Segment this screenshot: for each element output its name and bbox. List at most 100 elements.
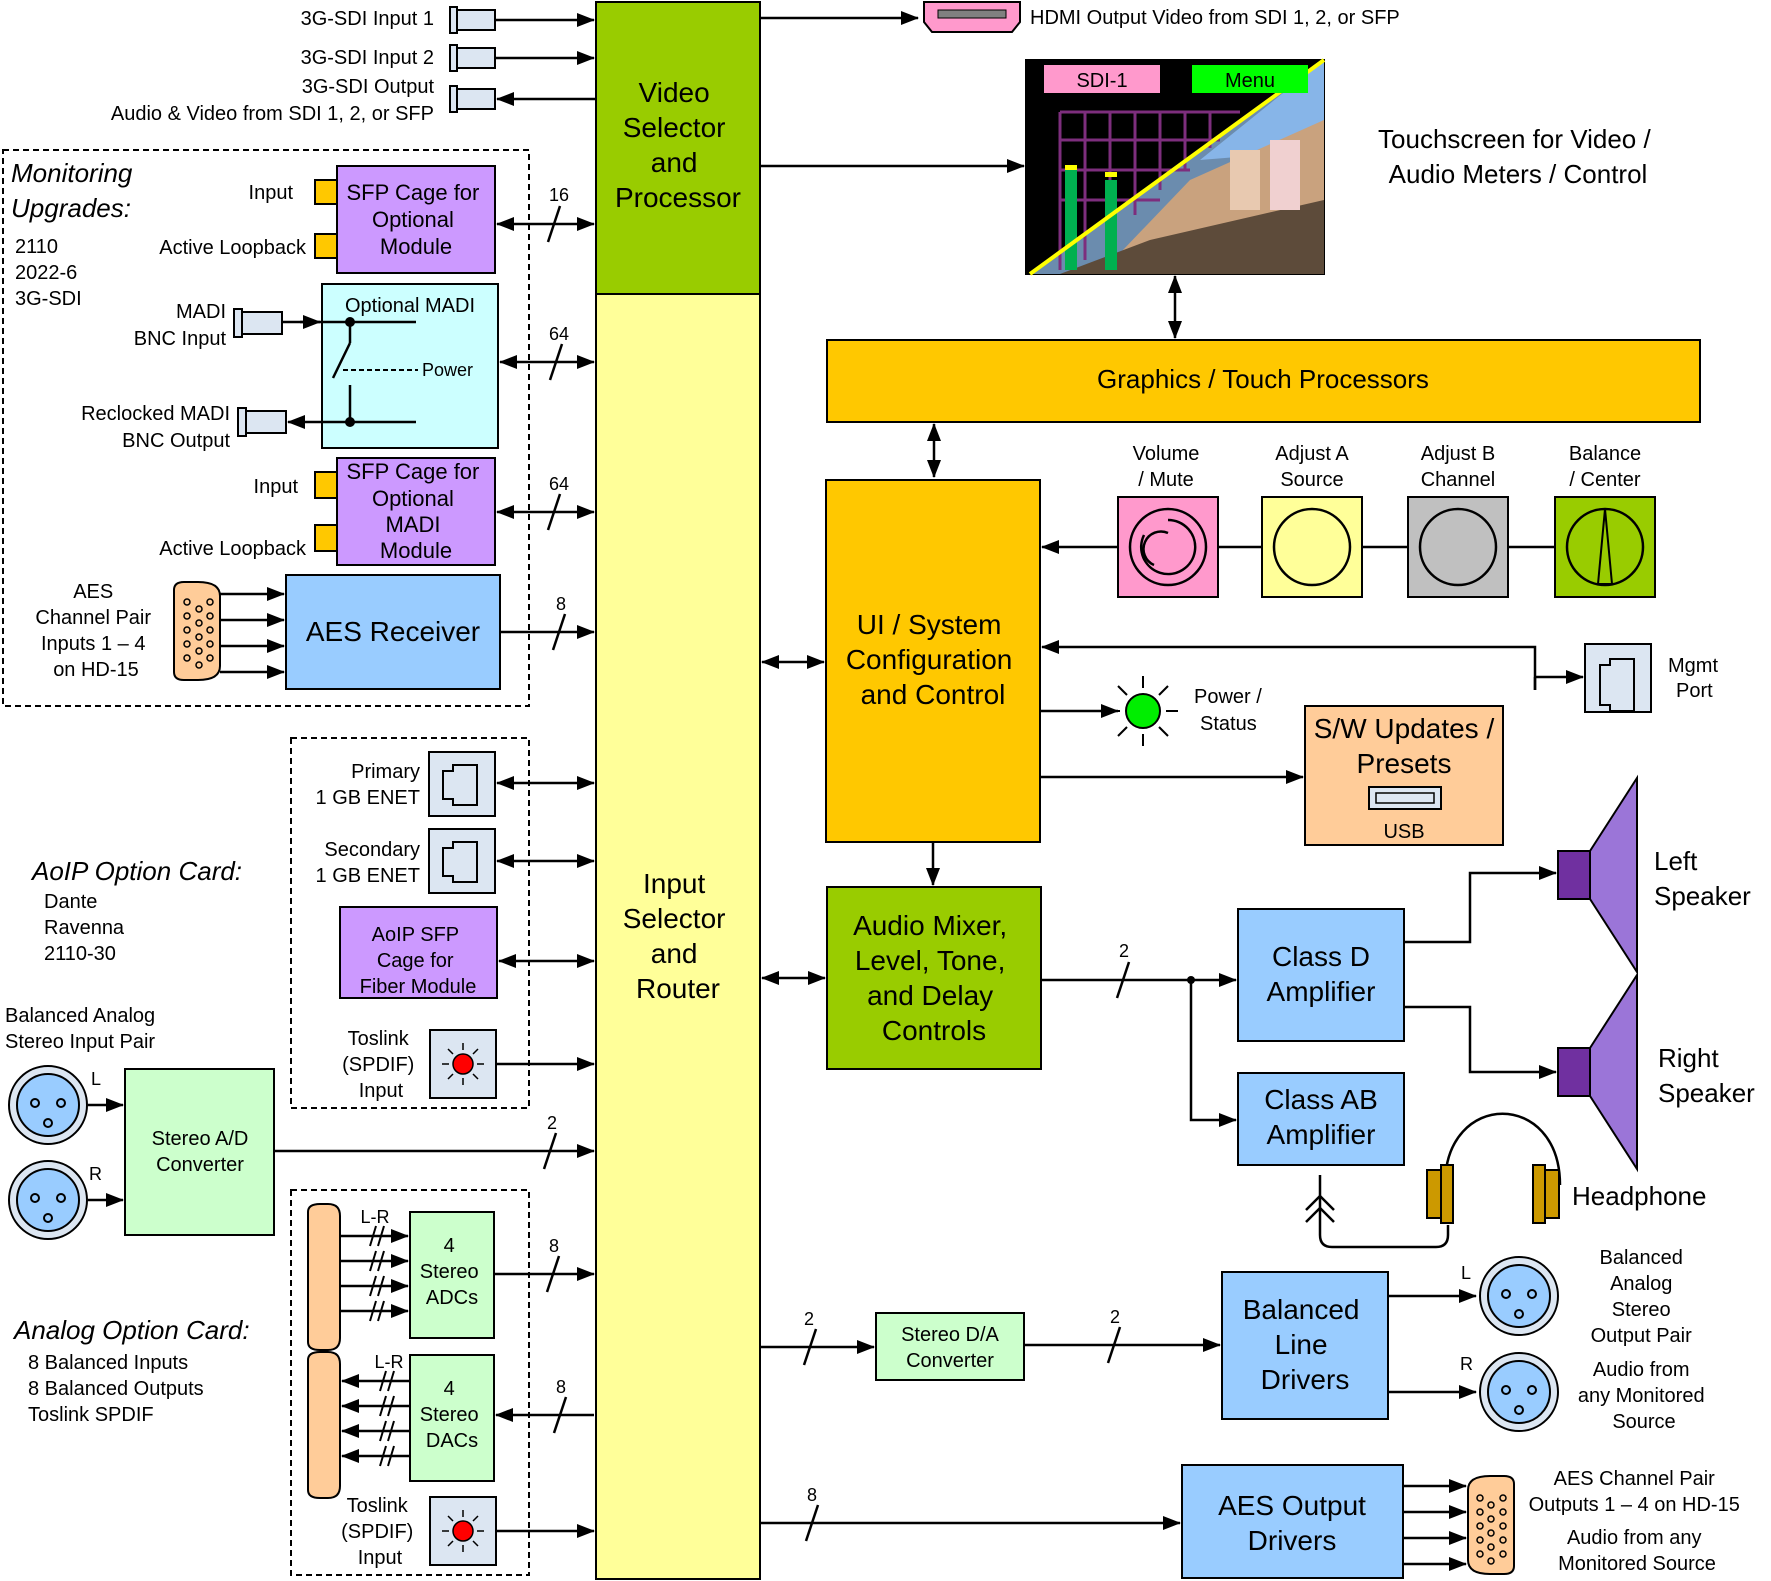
headphone-icon [1305,1112,1562,1249]
ethernet-port-icon[interactable] [1584,643,1652,713]
line-drivers-box [1221,1271,1389,1420]
sfp1-input-label: Input [249,182,294,204]
bus-count-da-in: 2 [804,1309,814,1329]
db25-connector-icon [307,1203,341,1351]
aes-receiver-box [285,574,501,690]
input-r-label: R [89,1164,102,1184]
analog-toslink-label: Toslink (SPDIF) Input [341,1495,419,1569]
svg-text:Menu: Menu [1225,70,1275,92]
dac-lr-label: L-R [374,1352,403,1372]
toslink-port-icon [429,1496,497,1566]
volume-knob-icon [1128,507,1208,587]
bnc-connector-icon [237,407,287,437]
sfp2-label: SFP Cage for Optional MADI Module [346,459,485,563]
adcs-label: 4 Stereo ADCs [420,1235,485,1309]
ethernet-port-icon[interactable] [428,828,496,894]
adjust-b-knob[interactable] [1407,496,1509,598]
adc-lr-label: L-R [360,1207,389,1227]
usb-label: USB [1383,821,1424,843]
sw-updates-label: S/W Updates /Presets [1314,713,1495,779]
volume-knob[interactable] [1117,496,1219,598]
hdmi-output: HDMI Output Video from SDI 1, 2, or SFP [760,1,1400,33]
sdi-output-desc: Audio & Video from SDI 1, 2, or SFP [111,103,434,125]
xlr-connector-icon [8,1065,88,1145]
bus-count-da-out: 2 [1110,1307,1120,1327]
analog-card-panel [290,1189,530,1576]
adcs-box [409,1211,495,1339]
sfp1-loopback-label: Active Loopback [159,237,307,259]
sfp2-input-label: Input [254,476,299,498]
graphics-processor-label: Graphics / Touch Processors [1097,364,1429,394]
xlr-connector-icon [1479,1256,1559,1336]
aes-output-box [1181,1464,1404,1579]
class-ab-amplifier-box [1237,1072,1405,1166]
video-selector-box [595,1,761,295]
sdi-input1-label: 3G-SDI Input 1 [301,8,434,30]
sfp-port-icon [314,233,338,259]
sfp-port-icon [314,179,338,205]
stereo-ad-box [124,1068,275,1236]
power-status: Power /Status [1040,676,1262,746]
balance-knob-icon [1565,507,1645,587]
class-d-amplifier-box [1237,908,1405,1042]
bus-count-aes: 8 [556,594,566,614]
touchscreen-tab-menu [1192,65,1308,93]
sw-updates: S/W Updates /Presets USB [1040,705,1504,846]
sdi-section: 3G-SDI Input 1 3G-SDI Input 2 3G-SDI Out… [111,6,596,125]
input-selector-box [595,293,761,1580]
bus-count-ad: 2 [547,1113,557,1133]
usb-port-icon[interactable] [1368,786,1442,810]
aoip-sfp-box [339,906,498,999]
left-speaker-icon [1557,774,1638,976]
xlr-connector-icon [8,1160,88,1240]
ui-system-box [825,479,1041,843]
ui-system-label: UI / System Configuration and Control [846,609,1020,710]
aoip-list: Dante Ravenna 2110-30 [44,891,130,965]
aoip-sfp-label: AoIP SFP Cage for Fiber Module [360,924,477,998]
hd15-connector-icon [173,581,221,681]
input-selector-label: Input Selector and Router [623,868,734,1004]
touchscreen-tab-sdi1 [1044,65,1160,93]
sdi-output-label: 3G-SDI Output [302,76,435,98]
ethernet-port-icon[interactable] [428,751,496,817]
sw-updates-box [1304,705,1504,846]
aoip-toslink-label: Toslink (SPDIF) Input [342,1028,420,1102]
sfp1-label: SFP Cage for Optional Module [346,180,485,259]
db25-connector-icon [307,1351,341,1499]
monitoring-formats: 2110 2022-6 3G-SDI [15,236,83,310]
adjust-a-knob[interactable] [1261,496,1363,598]
knob-label-balance: Balance/ Center [1569,443,1641,491]
madi-power-label: Power [422,360,473,380]
bnc-connector-icon [449,6,496,34]
bnc-connector-icon [449,44,496,72]
aoip-panel [290,737,530,1109]
bus-count-dacs: 8 [556,1377,566,1397]
output-r-label: R [1460,1354,1473,1374]
balanced-output-desc: Balanced Analog Stereo Output Pair Audio… [1578,1247,1710,1433]
line-drivers-label: Balanced Line Drivers [1243,1294,1368,1395]
aes-receiver-label: AES Receiver [306,616,480,647]
video-selector-label: Video Selector and Processor [615,77,741,213]
bus-count-sfp2: 64 [549,474,569,494]
hdmi-label: HDMI Output Video from SDI 1, 2, or SFP [1030,7,1400,29]
touchscreen: SDI-1 Menu Touchscreen for Video / Audio… [760,58,1651,339]
toslink-port-icon [429,1029,497,1099]
dacs-box [409,1354,495,1482]
bus-count-mixer-out: 2 [1119,941,1129,961]
aoip-title: AoIP Option Card: [30,856,242,886]
input-l-label: L [91,1069,101,1089]
hd15-connector-icon [1467,1475,1515,1575]
aes-output-desc: AES Channel Pair Outputs 1 – 4 on HD-15 … [1529,1468,1746,1575]
